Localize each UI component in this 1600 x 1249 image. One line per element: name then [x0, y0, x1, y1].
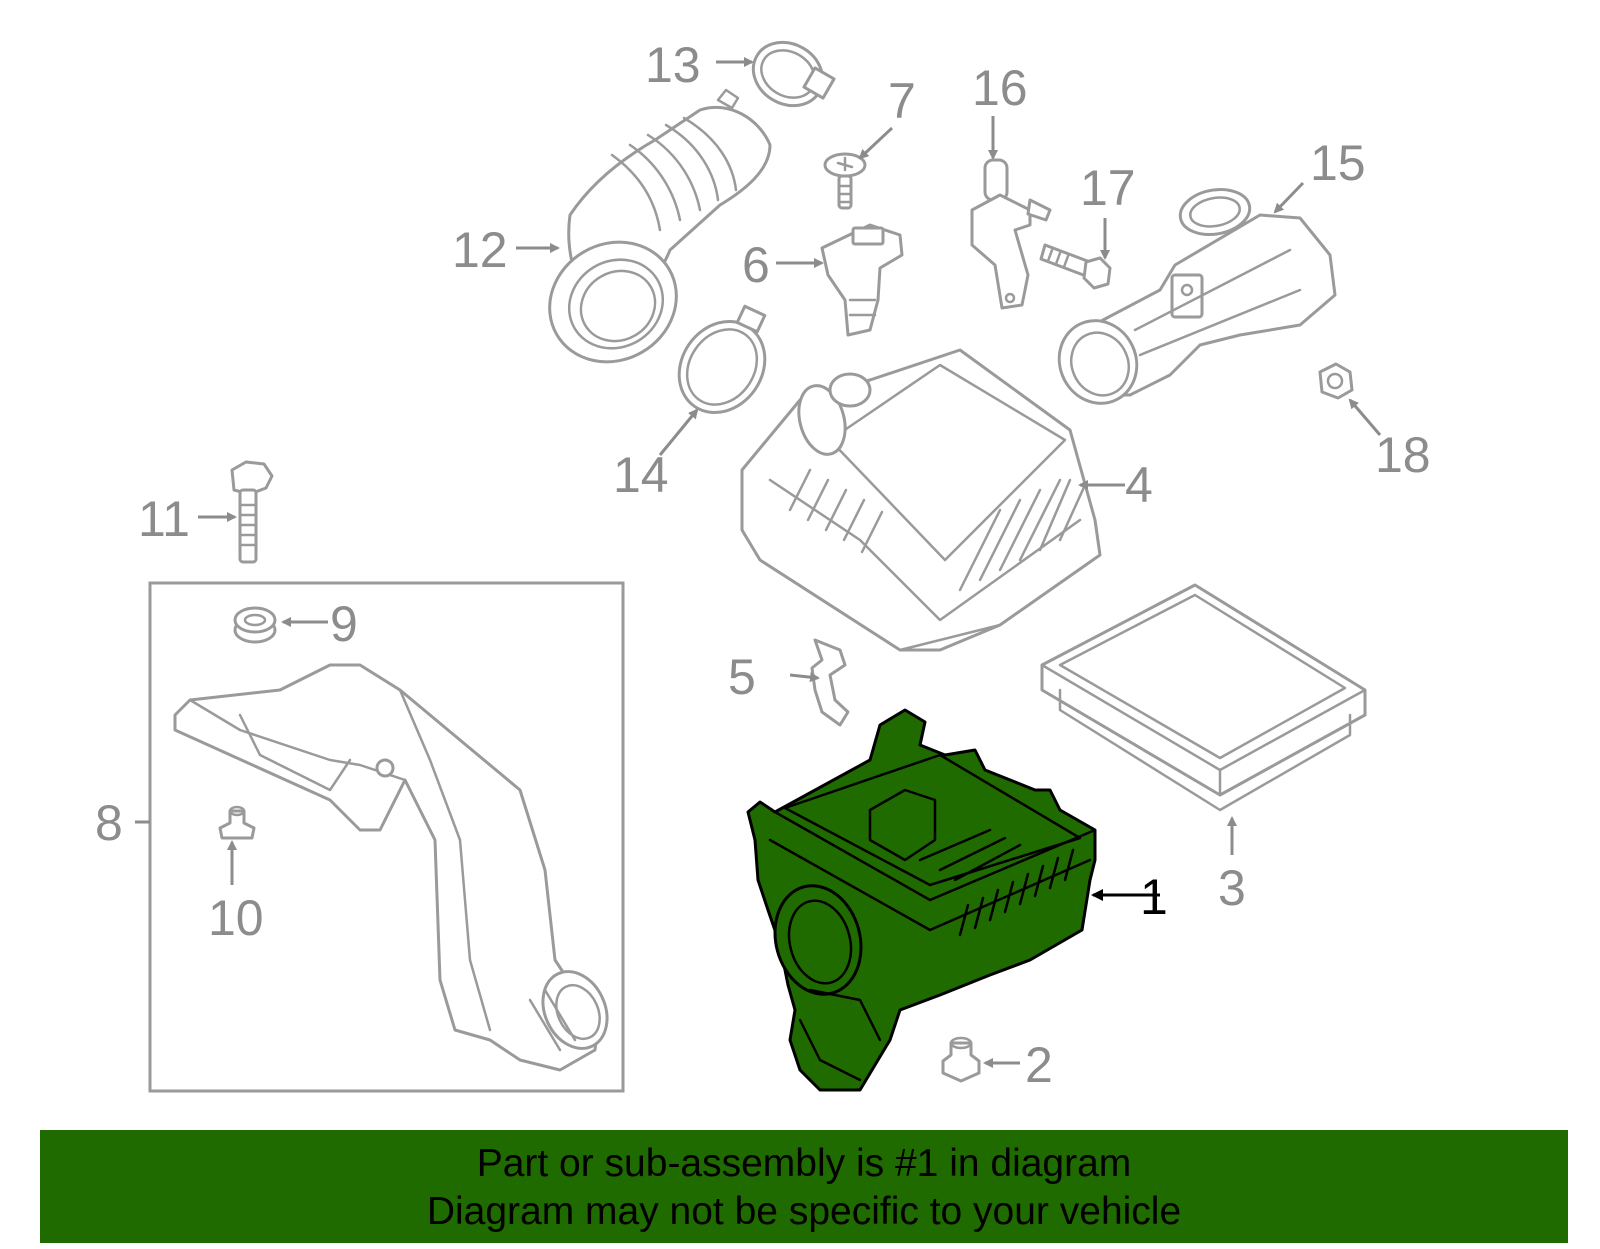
part-6-sensor	[820, 223, 904, 337]
callout-9: 9	[330, 596, 358, 652]
callout-17: 17	[1080, 160, 1136, 216]
part-9-grommet	[233, 606, 277, 644]
callout-14: 14	[613, 447, 669, 503]
callout-12: 12	[452, 222, 508, 278]
callout-2: 2	[1025, 1037, 1053, 1093]
callout-8: 8	[95, 795, 123, 851]
callout-18: 18	[1375, 427, 1431, 483]
callout-labels: 1 2 3 4 5 6 7 8 9 10 11 12 13 14 15 16 1…	[95, 37, 1431, 1093]
callout-10: 10	[208, 890, 264, 946]
part-5-clip	[810, 638, 850, 727]
part-14-clamp	[677, 304, 767, 415]
callout-1: 1	[1140, 869, 1168, 925]
part-10-grommet	[218, 805, 256, 840]
banner-line-2: Diagram may not be specific to your vehi…	[426, 1190, 1182, 1233]
part-11-bolt	[230, 460, 274, 564]
part-17-bolt	[1039, 243, 1112, 290]
part-1-air-cleaner-body	[746, 708, 1097, 1092]
parts-diagram: 1 2 3 4 5 6 7 8 9 10 11 12 13 14 15 16 1…	[95, 37, 1431, 1093]
callout-3: 3	[1218, 860, 1246, 916]
callout-5: 5	[728, 649, 756, 705]
part-3-filter	[1040, 583, 1367, 812]
callout-11: 11	[138, 491, 190, 547]
part-4-cover	[740, 348, 1102, 652]
part-16-bracket	[970, 158, 1052, 310]
callout-4: 4	[1125, 457, 1153, 513]
part-7-screw	[823, 152, 867, 210]
callout-16: 16	[972, 60, 1028, 116]
part-18-nut	[1318, 362, 1354, 400]
part-13-clamp	[751, 40, 836, 108]
callout-6: 6	[742, 237, 770, 293]
callout-15: 15	[1310, 135, 1366, 191]
part-15-duct	[1057, 187, 1337, 405]
leader-lines	[135, 57, 1382, 1068]
part-12-intake-hose	[548, 88, 772, 364]
part-8-assembly	[148, 581, 625, 1093]
callout-7: 7	[888, 73, 916, 129]
banner-line-1: Part or sub-assembly is #1 in diagram	[476, 1142, 1132, 1185]
info-banner: Part or sub-assembly is #1 in diagram Di…	[40, 1130, 1568, 1243]
part-2-grommet	[941, 1036, 981, 1083]
callout-13: 13	[645, 37, 701, 93]
